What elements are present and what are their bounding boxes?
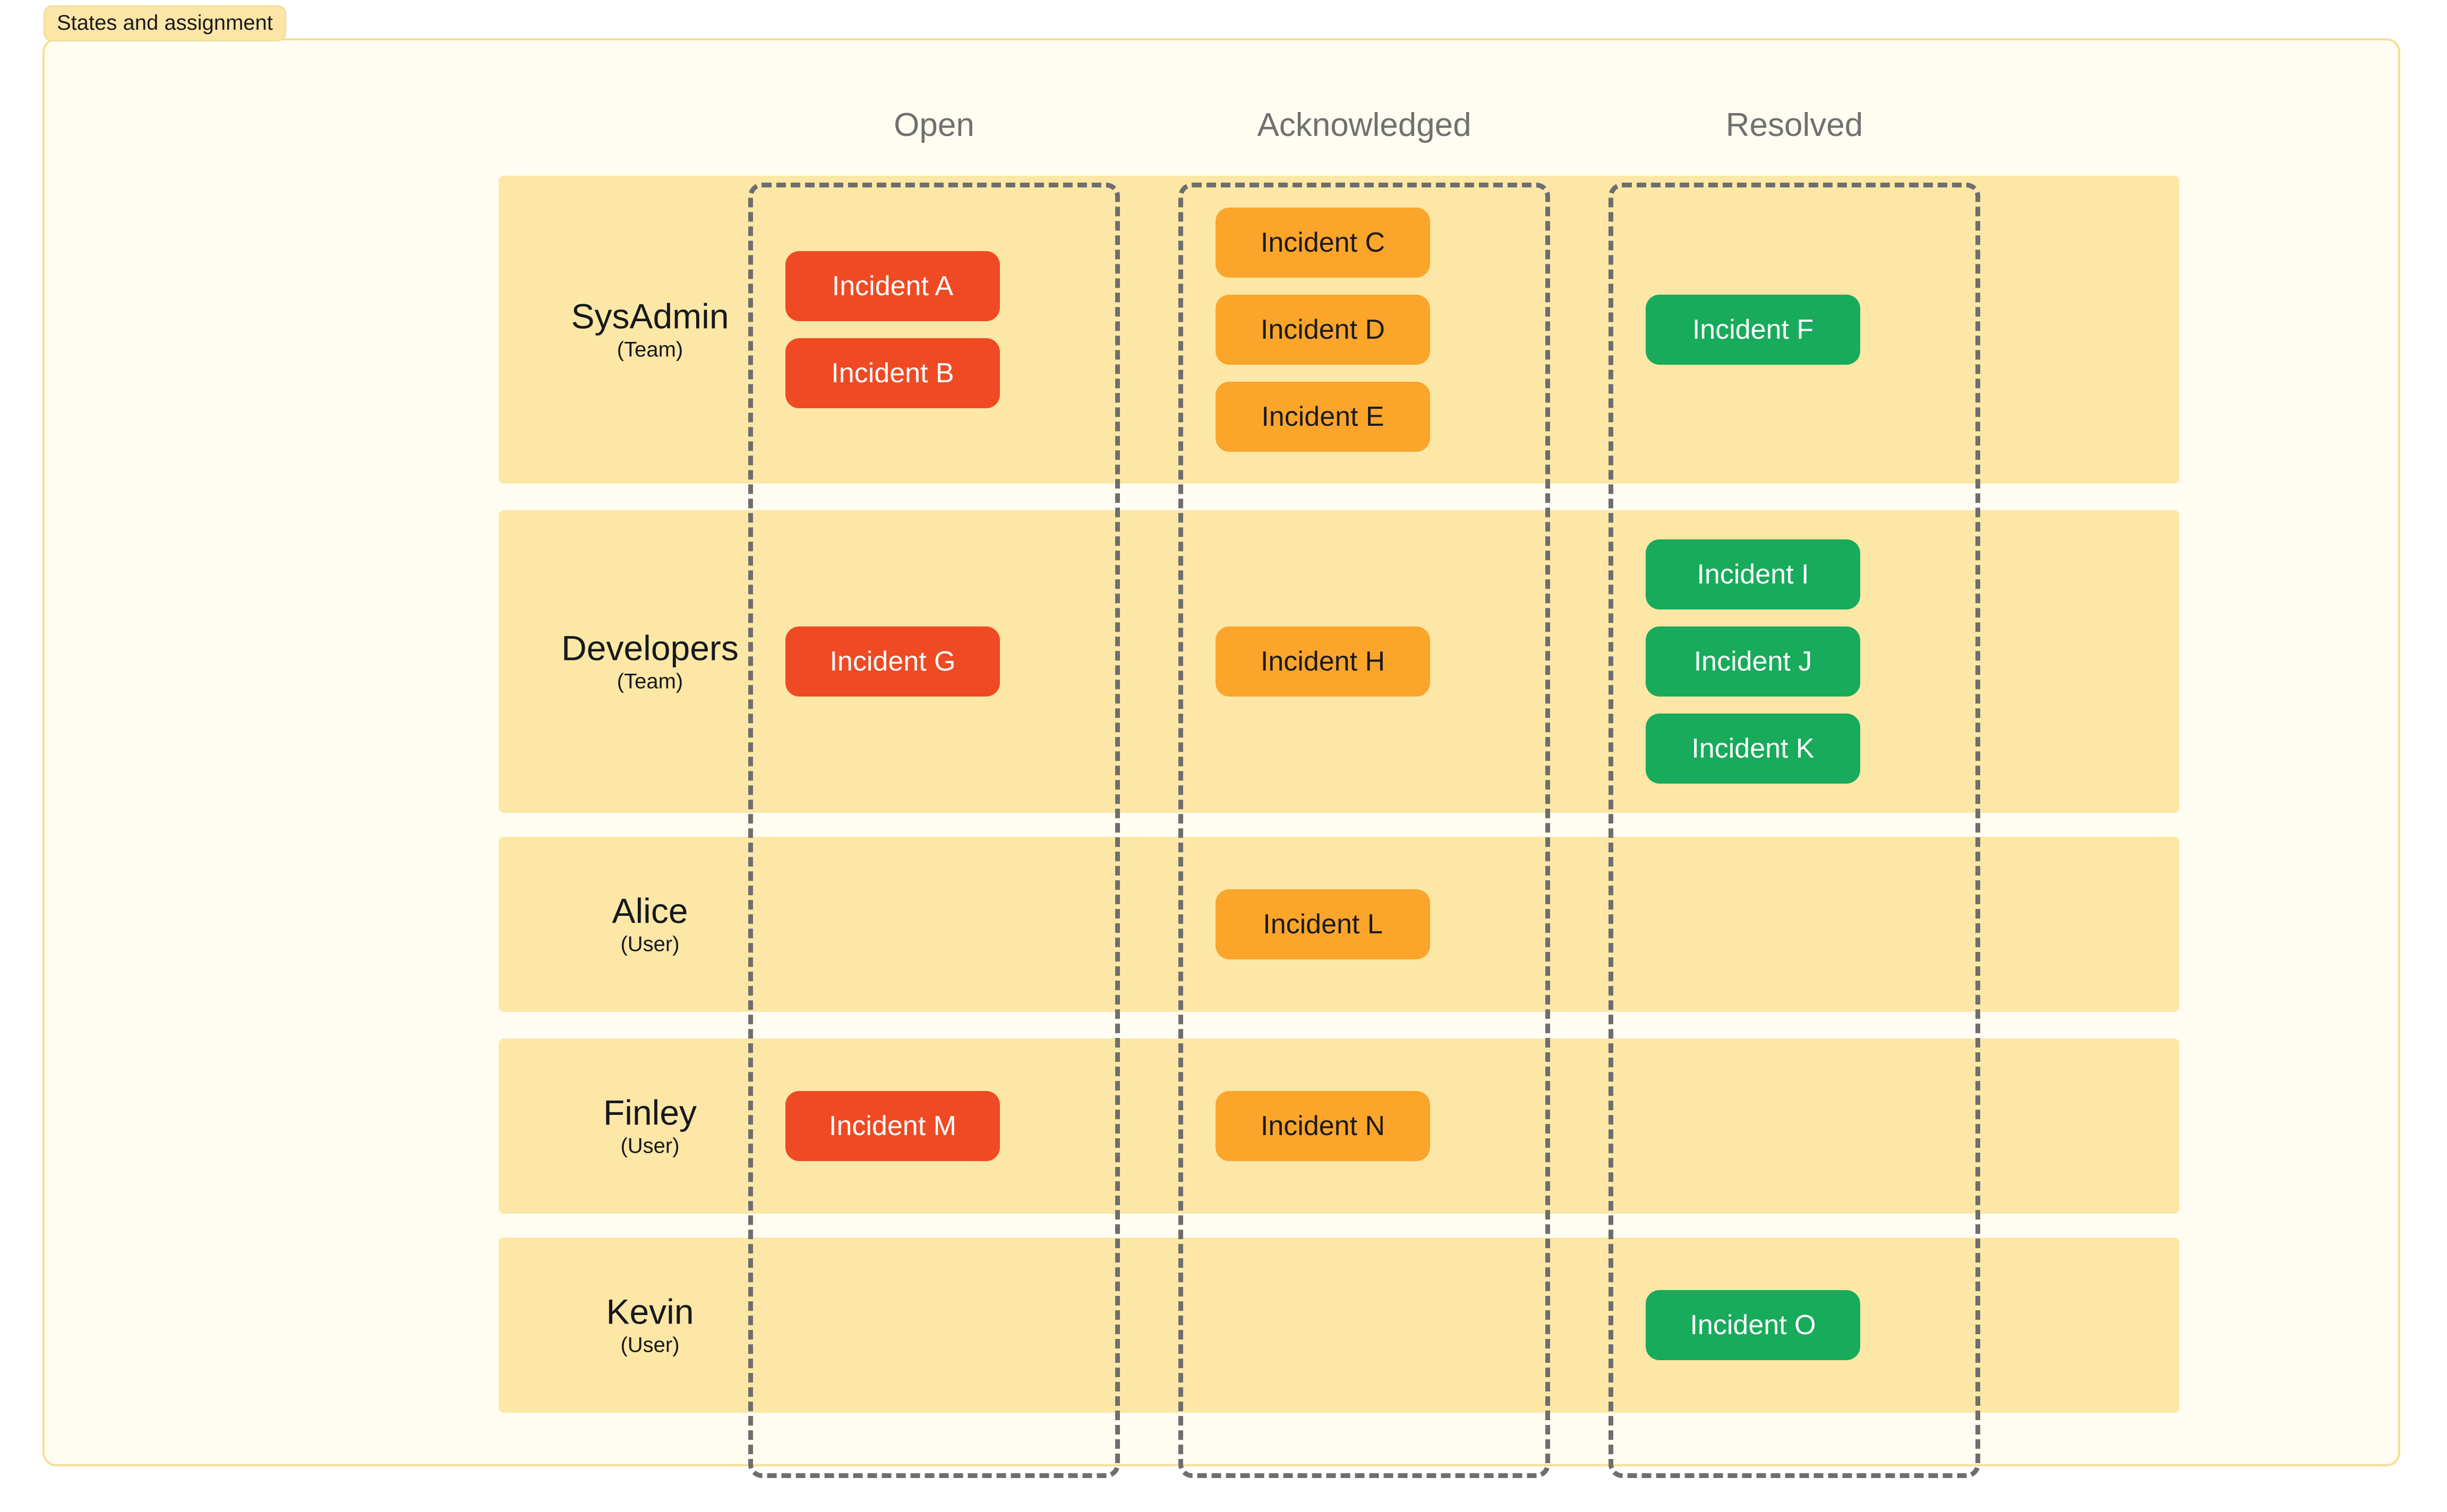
incident-card[interactable]: Incident B bbox=[785, 338, 1000, 408]
incident-cell-open: Incident M bbox=[785, 1038, 1000, 1214]
state-column-open bbox=[748, 183, 1120, 1478]
incident-card[interactable]: Incident M bbox=[785, 1091, 1000, 1161]
incident-card[interactable]: Incident J bbox=[1646, 626, 1860, 697]
incident-card[interactable]: Incident I bbox=[1646, 539, 1860, 609]
assignee-label: Kevin(User) bbox=[499, 1292, 801, 1357]
assignee-row: Alice(User) Incident L bbox=[499, 837, 2179, 1012]
incident-cell-acknowledged: Incident H bbox=[1216, 510, 1430, 813]
assignee-name: Kevin bbox=[606, 1292, 694, 1331]
assignee-kind: (Team) bbox=[617, 338, 683, 362]
incident-cell-open: Incident A Incident B bbox=[785, 176, 1000, 484]
assignee-label: Finley(User) bbox=[499, 1093, 801, 1158]
assignee-name: Developers bbox=[561, 628, 739, 668]
incident-cell-acknowledged: Incident C Incident D Incident E bbox=[1216, 176, 1430, 484]
state-column-acknowledged bbox=[1178, 183, 1550, 1478]
assignee-kind: (User) bbox=[620, 1333, 680, 1357]
column-header-resolved: Resolved bbox=[1725, 107, 1863, 143]
incident-card[interactable]: Incident L bbox=[1216, 889, 1430, 959]
assignee-row: Kevin(User) Incident O bbox=[499, 1238, 2179, 1413]
assignee-name: SysAdmin bbox=[571, 296, 729, 336]
column-header-acknowledged: Acknowledged bbox=[1257, 107, 1471, 143]
incident-cell-acknowledged: Incident L bbox=[1216, 837, 1430, 1012]
assignee-label: Developers(Team) bbox=[499, 630, 801, 693]
incident-card[interactable]: Incident K bbox=[1646, 714, 1860, 784]
incident-card[interactable]: Incident O bbox=[1646, 1290, 1860, 1360]
incident-card[interactable]: Incident A bbox=[785, 251, 1000, 321]
incident-cell-resolved: Incident O bbox=[1646, 1238, 1860, 1413]
incident-cell-resolved: Incident I Incident J Incident K bbox=[1646, 510, 1860, 813]
assignee-kind: (User) bbox=[620, 1134, 680, 1158]
assignee-label: Alice(User) bbox=[499, 892, 801, 956]
incident-cell-open: Incident G bbox=[785, 510, 1000, 813]
incident-card[interactable]: Incident G bbox=[785, 626, 1000, 697]
assignee-label: SysAdmin(Team) bbox=[499, 296, 801, 362]
assignee-name: Finley bbox=[603, 1093, 697, 1132]
assignee-kind: (User) bbox=[620, 932, 680, 956]
diagram-title-badge: States and assignment bbox=[44, 5, 286, 41]
assignee-kind: (Team) bbox=[617, 669, 683, 693]
incident-card[interactable]: Incident E bbox=[1216, 382, 1430, 452]
incident-card[interactable]: Incident N bbox=[1216, 1091, 1430, 1161]
incident-card[interactable]: Incident D bbox=[1216, 295, 1430, 365]
incident-card[interactable]: Incident C bbox=[1216, 208, 1430, 278]
incident-card[interactable]: Incident H bbox=[1216, 626, 1430, 697]
incident-card[interactable]: Incident F bbox=[1646, 295, 1860, 365]
assignee-name: Alice bbox=[612, 891, 688, 931]
incident-cell-acknowledged: Incident N bbox=[1216, 1038, 1430, 1214]
incident-cell-resolved: Incident F bbox=[1646, 176, 1860, 484]
column-header-open: Open bbox=[894, 107, 974, 143]
state-column-resolved bbox=[1608, 183, 1980, 1478]
